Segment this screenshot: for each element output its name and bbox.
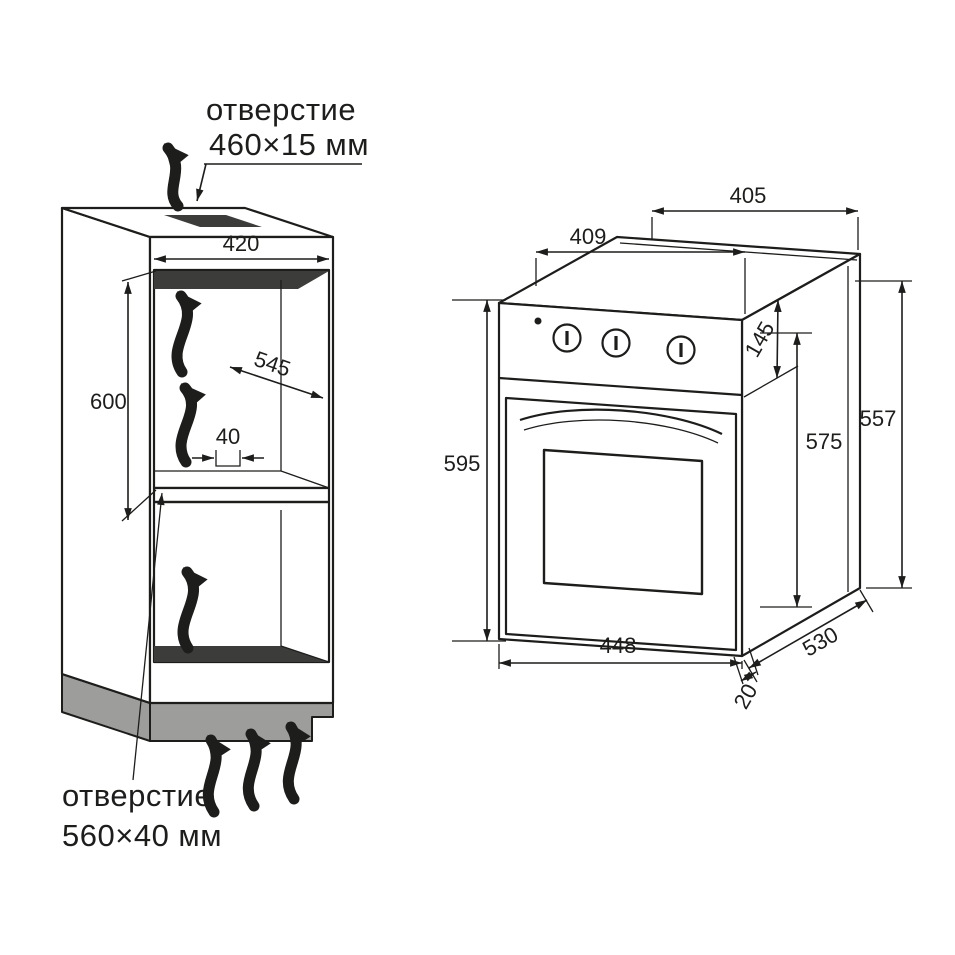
dim-rear-gap-label: 40	[216, 424, 240, 449]
dim-depth-label: 530	[798, 621, 842, 661]
oven-right-face	[740, 252, 862, 658]
oven-knob-3	[666, 335, 696, 365]
control-panel-divider	[498, 376, 743, 397]
bottom-vent-leader	[132, 492, 165, 781]
oven-extension-lines	[452, 217, 912, 685]
niche-shelf	[152, 486, 331, 504]
dim-niche-width-label: 420	[223, 231, 260, 256]
top-vent-note-line2: 460×15 мм	[209, 127, 369, 162]
top-vent-slot	[164, 215, 262, 227]
dim-door-gap-label: 20	[729, 679, 763, 713]
dim-front-height-label: 595	[444, 451, 481, 476]
oven-knob-pointers	[565, 331, 683, 357]
indicator-light	[534, 317, 542, 325]
dim-top-back-width-label: 405	[730, 183, 767, 208]
door-handle	[519, 408, 723, 435]
airflow-arrow-upper-1	[171, 290, 202, 378]
dim-bottom-width-label: 448	[600, 633, 637, 658]
airflow-arrow-bottom-2	[242, 728, 271, 812]
cabinet-front-face	[148, 235, 335, 705]
lower-niche-floor-vent	[154, 646, 329, 662]
airflow-arrow-bottom-3	[282, 721, 311, 805]
airflow-arrow-upper-2	[175, 382, 206, 468]
top-vent-leader	[196, 163, 207, 202]
door-handle-inner-line	[523, 419, 719, 444]
bottom-vent-note-line1: отверстие	[62, 778, 212, 813]
lower-niche-interior-lines	[280, 510, 329, 662]
cabinet-left-face	[60, 206, 152, 705]
cabinet-drawing: 420 600 545 40 отверстие 460×15 мм отвер…	[60, 92, 369, 853]
dim-side-height-label: 575	[806, 429, 843, 454]
dim-line-door-gap	[740, 671, 757, 682]
top-vent-note-line1: отверстие	[206, 92, 356, 127]
oven-knob-2	[601, 328, 631, 358]
airflow-arrow-top	[162, 142, 189, 212]
door-window	[542, 448, 704, 596]
dim-line-depth	[748, 599, 868, 669]
dim-line-niche-depth	[229, 366, 324, 399]
rear-gap-slot	[215, 450, 241, 467]
dim-niche-height-label: 600	[90, 389, 127, 414]
dim-top-front-width-label: 409	[570, 224, 607, 249]
cabinet-plinth-front	[149, 702, 334, 742]
airflow-arrow-bottom-1	[202, 734, 231, 818]
upper-niche-ceiling-vent	[154, 271, 329, 289]
dim-line-panel-height	[773, 299, 782, 379]
oven-drawing: 405 409 145 595 575 557 448 530 20	[444, 183, 912, 713]
dim-back-height-label: 557	[860, 406, 897, 431]
airflow-arrow-lower	[177, 566, 208, 654]
bottom-vent-note-line2: 560×40 мм	[62, 818, 222, 853]
oven-knob-1	[552, 323, 582, 353]
oven-door-outline	[504, 396, 738, 652]
